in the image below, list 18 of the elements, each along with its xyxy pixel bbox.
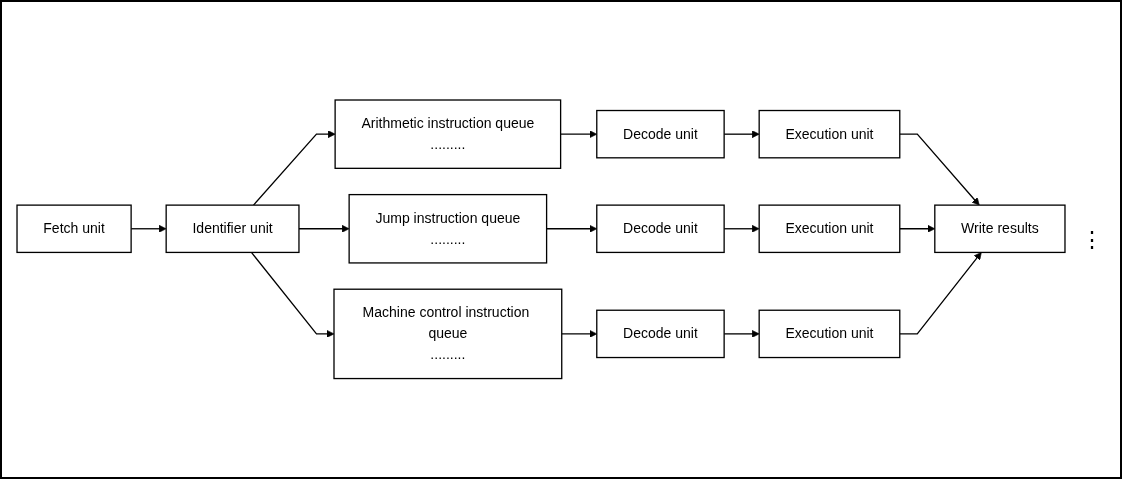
continuation-dots: ⋮ <box>1081 226 1103 253</box>
node-box: Decode unit <box>596 110 725 159</box>
node-box: Decode unit <box>596 309 725 359</box>
arrow <box>899 252 982 335</box>
node-box: Execution unit <box>758 204 901 254</box>
arrow <box>250 252 335 338</box>
node-box: Jump instruction queue ......... <box>348 194 548 264</box>
arrow <box>298 225 350 233</box>
node-box: Fetch unit <box>16 204 132 254</box>
node-box: Decode unit <box>596 204 725 254</box>
node-box: Arithmetic instruction queue ......... <box>334 99 562 170</box>
node-box: Execution unit <box>758 309 901 359</box>
node-box: Write results <box>934 204 1066 254</box>
arrow <box>899 133 980 206</box>
node-box: Identifier unit <box>165 204 300 254</box>
node-box: Machine control instruction queue ......... <box>333 288 563 380</box>
node-box: Execution unit <box>758 110 901 159</box>
arrow <box>252 130 336 206</box>
